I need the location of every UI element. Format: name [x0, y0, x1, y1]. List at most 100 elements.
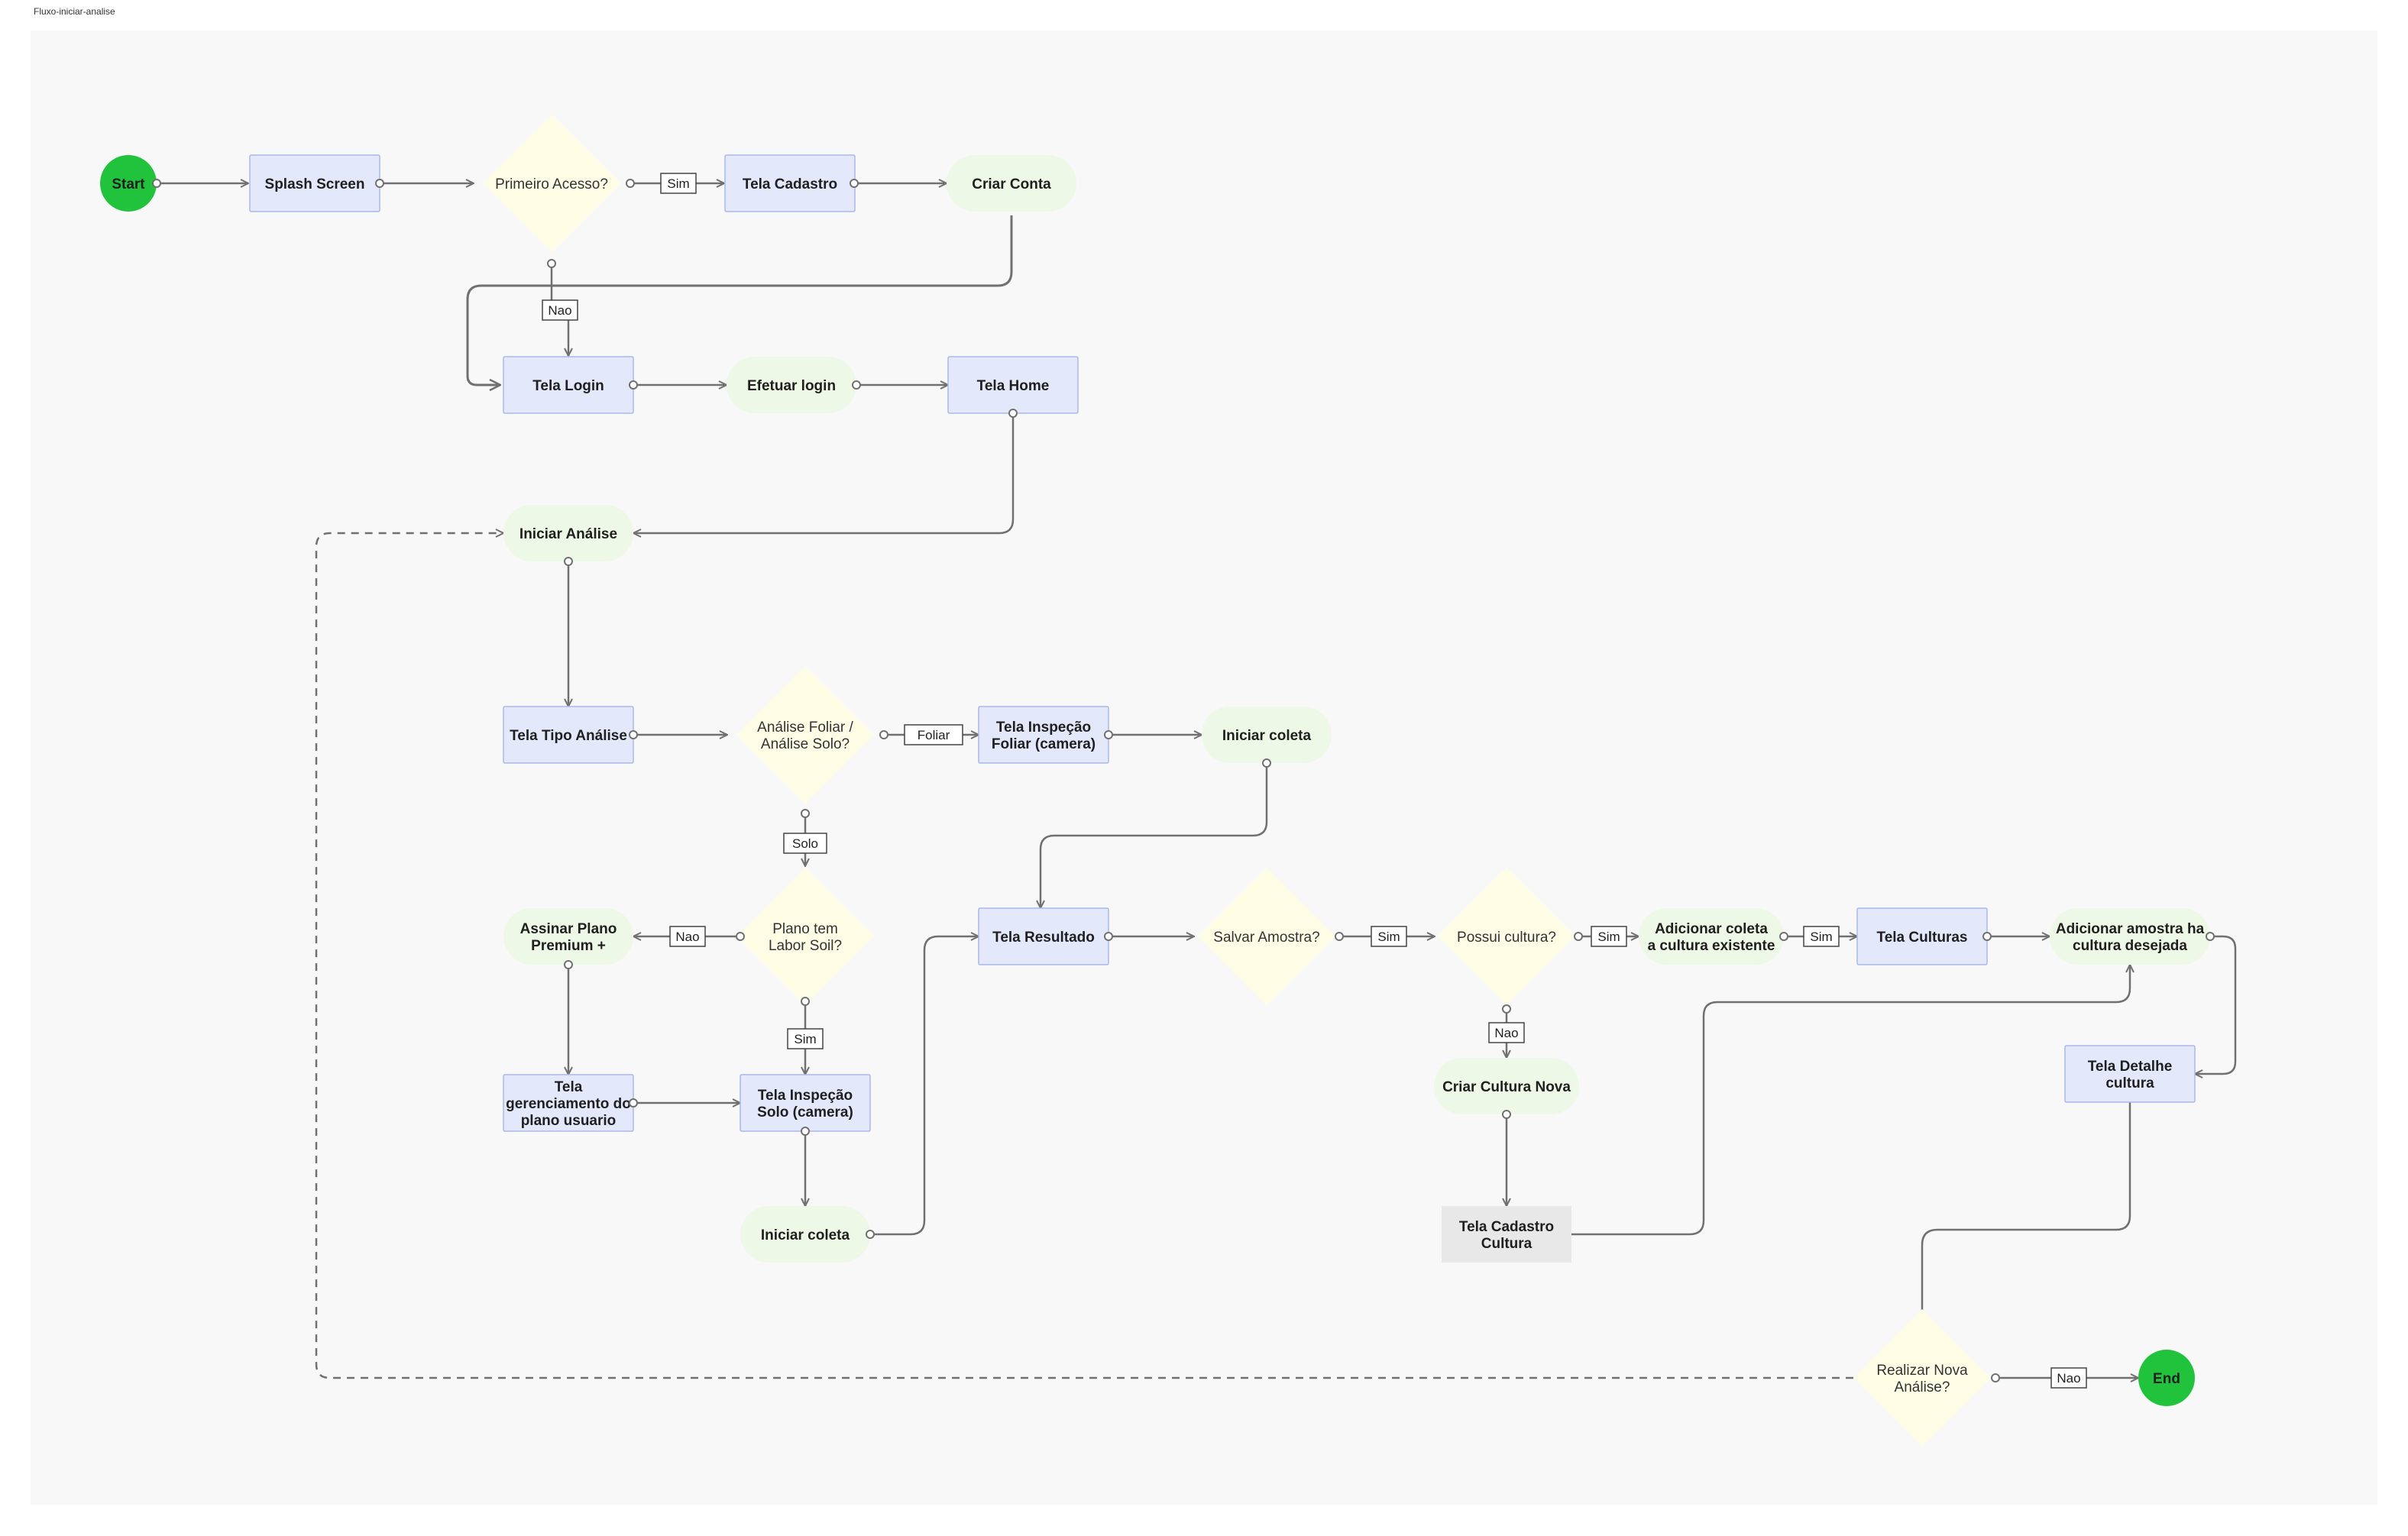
node-iniciar-analise[interactable]: Iniciar Análise	[503, 505, 633, 561]
node-tela-cadastro[interactable]: Tela Cadastro	[724, 154, 856, 212]
connector-dot[interactable]	[801, 997, 810, 1006]
node-iniciar-coleta-1[interactable]: Iniciar coleta	[1202, 707, 1332, 763]
connector-dot[interactable]	[152, 179, 161, 188]
connector-dot[interactable]	[2206, 932, 2215, 941]
node-label: Iniciar coleta	[1222, 728, 1312, 744]
connector-dot[interactable]	[629, 380, 638, 390]
connector-dot[interactable]	[1574, 932, 1583, 941]
node-label: Criar Cultura Nova	[1442, 1079, 1571, 1095]
connector-dot[interactable]	[879, 730, 888, 739]
node-tela-tipo-analise[interactable]: Tela Tipo Análise	[503, 706, 634, 764]
node-analise-foliar-solo[interactable]: Análise Foliar /Análise Solo?	[736, 666, 874, 804]
connector-dot[interactable]	[1104, 730, 1113, 739]
edge-label-realizar-nao: Nao	[2050, 1367, 2087, 1389]
svg-text:Sim: Sim	[794, 1032, 816, 1046]
node-possui-cultura[interactable]: Possui cultura?	[1438, 868, 1575, 1005]
node-iniciar-coleta-2[interactable]: Iniciar coleta	[740, 1206, 870, 1263]
edge-label-possui-nao: Nao	[1488, 1022, 1525, 1043]
node-criar-conta[interactable]: Criar Conta	[947, 155, 1076, 212]
connector-dot[interactable]	[866, 1230, 875, 1239]
connector-dot[interactable]	[1779, 932, 1788, 941]
node-start[interactable]: Start	[100, 155, 157, 212]
connector-dot[interactable]	[1982, 932, 1992, 941]
edge	[870, 936, 979, 1236]
node-label: Primeiro Acesso?	[495, 176, 608, 192]
svg-text:Sim: Sim	[1597, 930, 1620, 944]
edge	[1922, 1102, 2131, 1357]
edges-layer	[157, 183, 2237, 1378]
connector-dot[interactable]	[626, 179, 635, 188]
connector-dot[interactable]	[547, 259, 556, 268]
edge	[2195, 935, 2237, 1074]
node-label: End	[2153, 1371, 2180, 1387]
node-label: Tela Culturas	[1877, 930, 1968, 946]
connector-dot[interactable]	[564, 960, 573, 969]
svg-text:Solo: Solo	[792, 836, 818, 851]
connector-dot[interactable]	[1502, 1004, 1511, 1014]
svg-text:Sim: Sim	[667, 176, 689, 191]
node-label: Tela Login	[532, 378, 604, 394]
connector-dot[interactable]	[564, 557, 573, 566]
connector-dot[interactable]	[801, 809, 810, 818]
connector-dot[interactable]	[1104, 932, 1113, 941]
svg-text:Sim: Sim	[1377, 930, 1400, 944]
edge-label-salvar-sim: Sim	[1371, 926, 1407, 947]
edge-label-primeiro-sim: Sim	[660, 173, 697, 194]
connector-dot[interactable]	[1335, 932, 1344, 941]
edge	[1571, 965, 2130, 1236]
node-tela-home[interactable]: Tela Home	[947, 356, 1079, 414]
edge-label-labor-nao: Nao	[669, 926, 706, 947]
node-salvar-amostra[interactable]: Salvar Amostra?	[1198, 868, 1335, 1005]
node-efetuar-login[interactable]: Efetuar login	[727, 357, 856, 413]
connector-dot[interactable]	[1008, 409, 1018, 418]
node-label: Criar Conta	[972, 176, 1051, 192]
svg-text:Foliar: Foliar	[918, 728, 950, 742]
node-label: Salvar Amostra?	[1213, 930, 1319, 946]
connector-dot[interactable]	[629, 1098, 638, 1108]
node-criar-cultura-nova[interactable]: Criar Cultura Nova	[1434, 1058, 1579, 1114]
connector-dot[interactable]	[375, 179, 384, 188]
connector-dot[interactable]	[629, 730, 638, 739]
connector-dot[interactable]	[850, 179, 859, 188]
edge-label-solo: Solo	[783, 833, 827, 854]
node-primeiro-acesso[interactable]: Primeiro Acesso?	[483, 115, 620, 252]
node-tela-culturas[interactable]: Tela Culturas	[1856, 907, 1988, 965]
connector-dot[interactable]	[1262, 758, 1271, 768]
node-label: Tela Tipo Análise	[510, 728, 627, 744]
svg-text:Nao: Nao	[548, 303, 571, 318]
connector-dot[interactable]	[852, 380, 861, 390]
edge	[466, 215, 1013, 385]
svg-text:Nao: Nao	[2057, 1371, 2080, 1386]
edge-label-adicionar-sim: Sim	[1803, 926, 1840, 947]
node-tela-login[interactable]: Tela Login	[503, 356, 634, 414]
node-label: Iniciar Análise	[519, 526, 617, 542]
connector-dot[interactable]	[1502, 1110, 1511, 1119]
connector-dot[interactable]	[736, 932, 745, 941]
connector-dot[interactable]	[1991, 1373, 2000, 1382]
node-tela-resultado[interactable]: Tela Resultado	[978, 907, 1109, 965]
node-end[interactable]: End	[2138, 1350, 2195, 1406]
node-splash[interactable]: Splash Screen	[249, 154, 380, 212]
svg-text:Sim: Sim	[1810, 930, 1832, 944]
connector-dot[interactable]	[801, 1127, 810, 1136]
svg-text:Nao: Nao	[1494, 1026, 1518, 1040]
